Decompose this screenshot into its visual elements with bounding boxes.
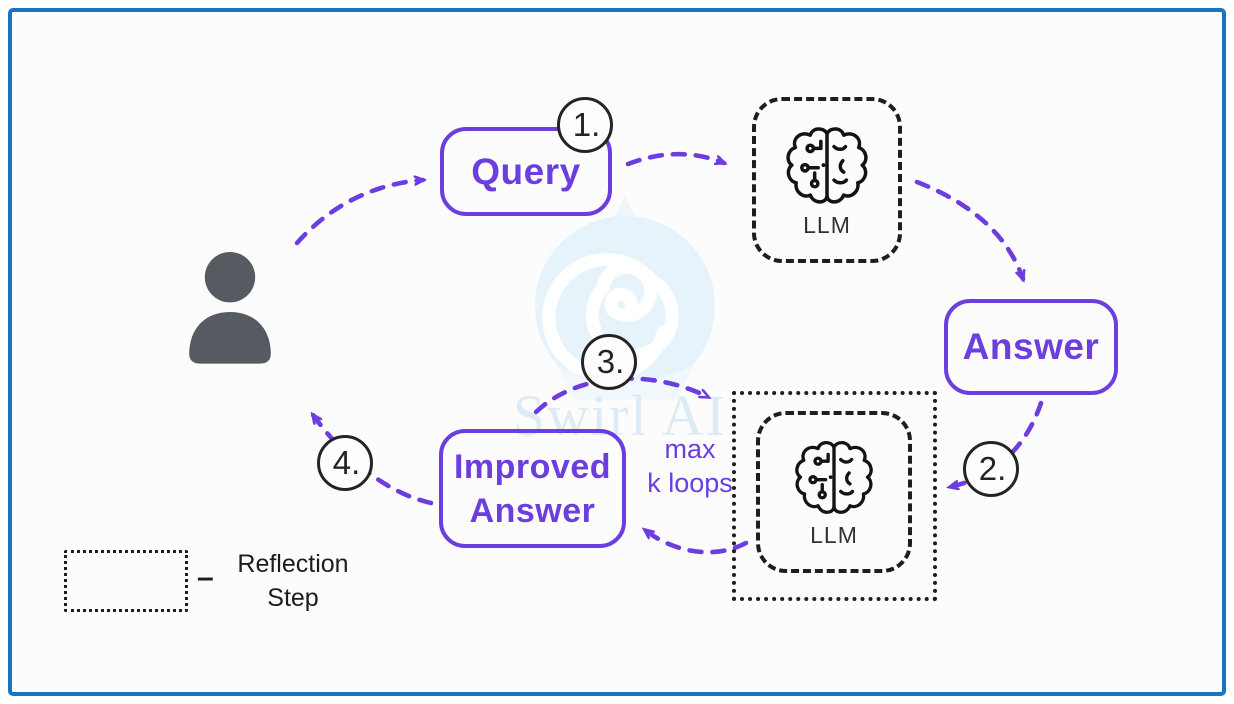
reflection-step-box: [732, 391, 937, 601]
legend-label: Reflection Step: [218, 547, 368, 615]
llm-label: LLM: [810, 521, 858, 548]
step-1-badge: 1.: [557, 97, 613, 153]
llm-label: LLM: [803, 211, 851, 238]
improved-answer-line1: Improved: [453, 447, 612, 486]
step-2-badge: 2.: [963, 441, 1019, 497]
answer-label: Answer: [962, 326, 1100, 367]
llm-node: LLM: [752, 97, 902, 263]
loop-limit-note: max k loops: [623, 432, 757, 500]
brain-icon: [795, 440, 873, 514]
reflection-llm-node: LLM: [756, 411, 912, 573]
loop-note-line1: max: [664, 434, 716, 464]
legend-label-line2: Step: [267, 584, 319, 612]
step-4-badge: 4.: [317, 435, 373, 491]
step-3-label: 3.: [596, 343, 625, 380]
legend-separator: –: [197, 561, 214, 594]
query-label: Query: [471, 150, 581, 192]
loop-note-line2: k loops: [647, 468, 733, 498]
legend-reflection-swatch: [64, 550, 188, 612]
answer-node: Answer: [944, 299, 1118, 395]
step-1-label: 1.: [572, 106, 601, 143]
legend-label-line1: Reflection: [237, 550, 349, 578]
person-icon: [189, 252, 271, 364]
improved-answer-node: Improved Answer: [439, 429, 626, 548]
step-3-badge: 3.: [581, 334, 637, 390]
step-4-label: 4.: [332, 444, 361, 481]
query-node: Query: [440, 127, 612, 216]
improved-answer-line2: Answer: [469, 491, 596, 530]
brain-icon: [786, 126, 868, 204]
step-2-label: 2.: [978, 450, 1007, 487]
